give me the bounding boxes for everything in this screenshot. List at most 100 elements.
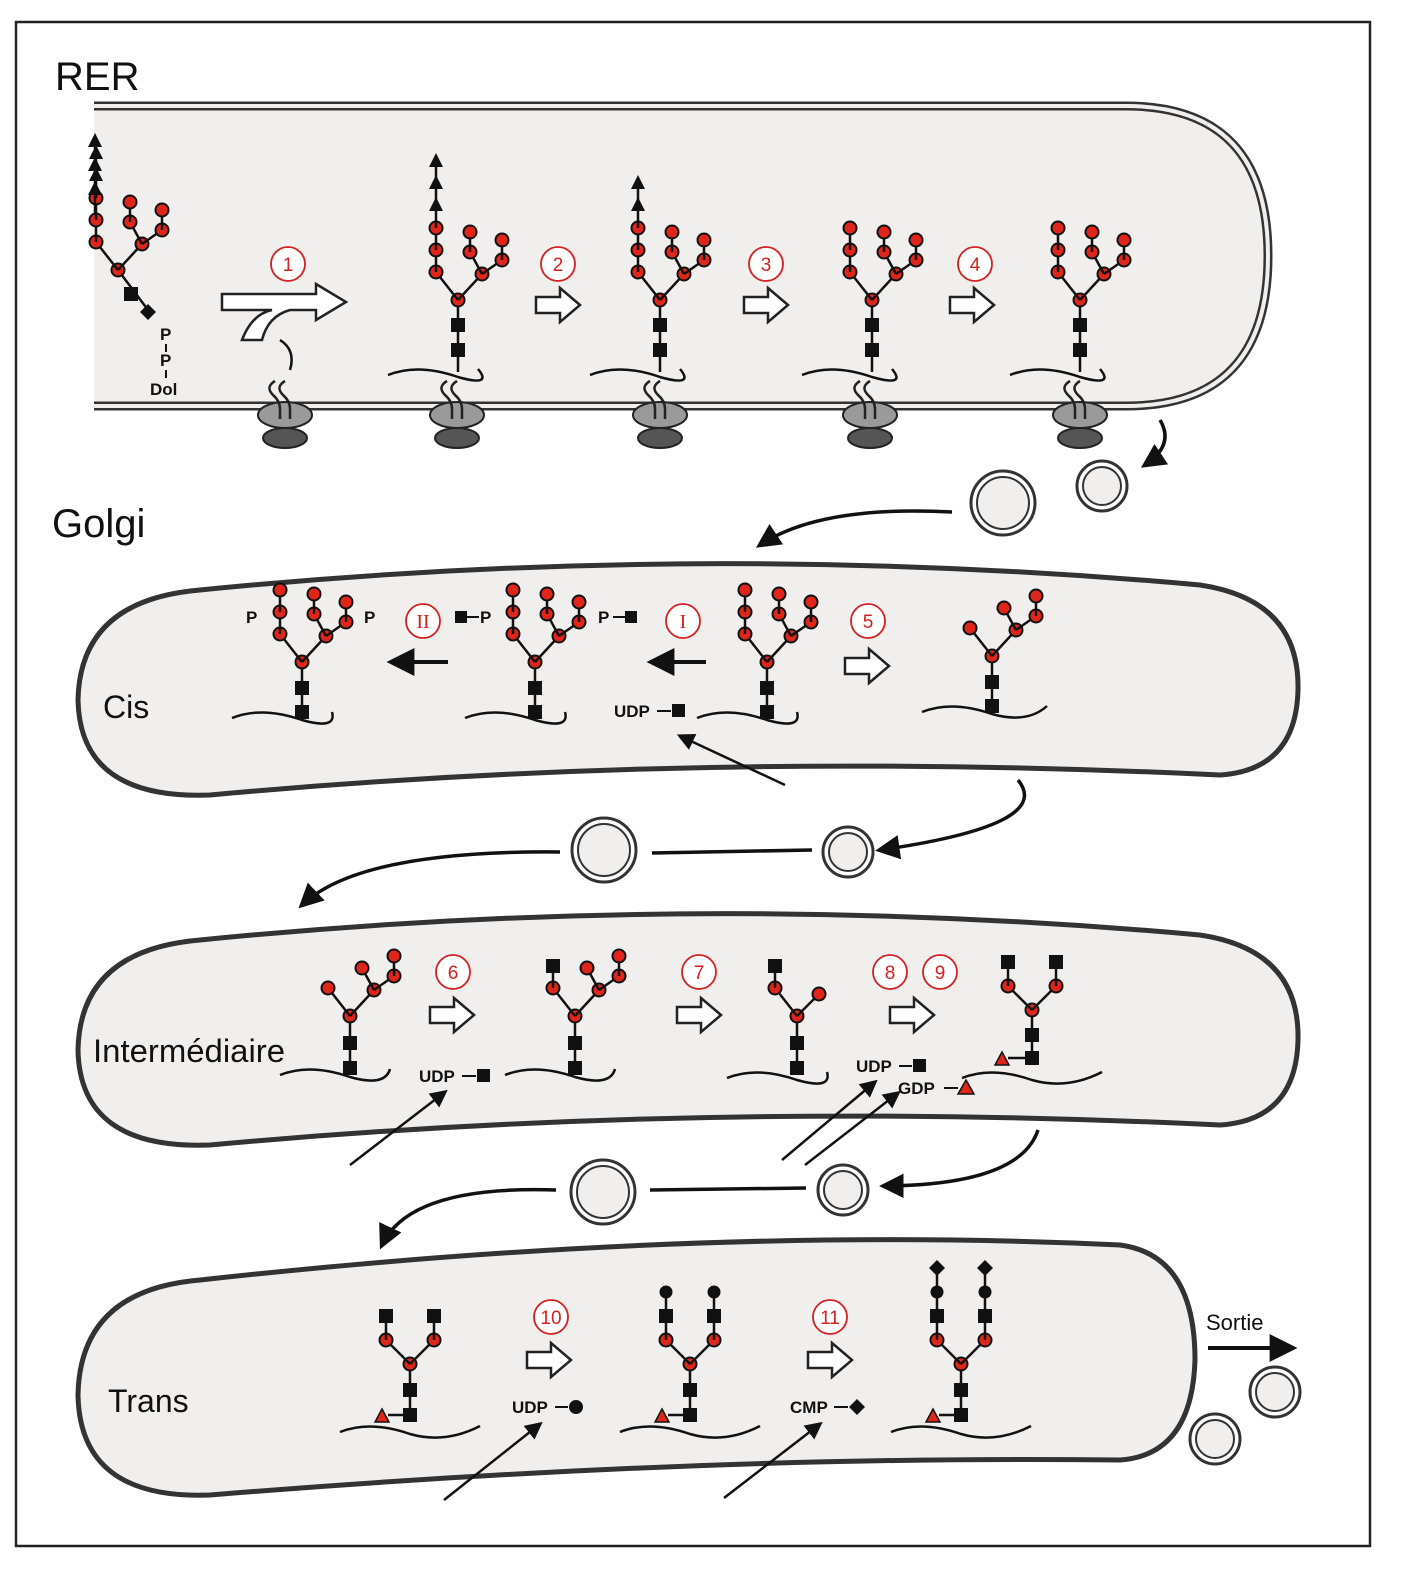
glcnac-symbol xyxy=(343,1036,357,1050)
cmp-donor: CMP xyxy=(790,1398,828,1417)
polypeptide-chain xyxy=(504,1068,617,1082)
transport-path xyxy=(1140,419,1169,468)
step-marker: 1 xyxy=(270,246,306,282)
transfer-arrow xyxy=(220,281,349,342)
glucose-symbol xyxy=(88,181,102,195)
secretory-vesicle xyxy=(1248,1365,1302,1419)
svg-text:7: 7 xyxy=(694,963,705,984)
import-arrow xyxy=(443,1421,543,1501)
mannose-symbol xyxy=(122,194,138,210)
polypeptide-chain xyxy=(589,368,686,382)
galactose-symbol xyxy=(707,1285,721,1299)
glcnac-symbol xyxy=(379,1309,393,1323)
import-arrow xyxy=(676,733,786,787)
import-arrow xyxy=(349,1089,448,1166)
glcnac-symbol xyxy=(1025,1028,1039,1042)
exit-label: Sortie xyxy=(1206,1310,1263,1335)
glcnac-symbol xyxy=(427,1309,441,1323)
polypeptide-chain xyxy=(921,705,1048,719)
mannose-symbol xyxy=(354,960,370,976)
mannose-symbol xyxy=(571,594,587,610)
trans-label: Trans xyxy=(108,1383,189,1419)
glcnac-symbol xyxy=(528,681,542,695)
transport-path xyxy=(298,850,561,909)
transport-path xyxy=(651,848,813,855)
glcnac-symbol xyxy=(653,343,667,357)
step-marker: 6 xyxy=(435,954,471,990)
transport-path xyxy=(875,778,1027,860)
svg-text:6: 6 xyxy=(448,963,459,984)
udp-donor: UDP xyxy=(512,1398,548,1417)
mannose-symbol xyxy=(1050,220,1066,236)
import-arrow xyxy=(781,1079,878,1161)
intermediate-label: Intermédiaire xyxy=(93,1033,285,1069)
glcnac-symbol xyxy=(790,1061,804,1075)
mannose-symbol xyxy=(611,948,627,964)
mannose-symbol xyxy=(1084,224,1100,240)
polypeptide-chain xyxy=(961,1070,1103,1085)
transport-path xyxy=(649,1186,807,1192)
svg-text:1: 1 xyxy=(283,255,294,276)
mannose-symbol xyxy=(320,980,336,996)
svg-text:8: 8 xyxy=(885,963,896,984)
transport-vesicle xyxy=(969,469,1037,537)
mannose-symbol xyxy=(338,594,354,610)
polypeptide-chain xyxy=(1009,368,1106,382)
glcnac-symbol xyxy=(760,681,774,695)
step-marker: 10 xyxy=(533,1299,569,1335)
import-arrow xyxy=(804,1090,901,1166)
mannose-symbol xyxy=(505,582,521,598)
glcnac-symbol xyxy=(1049,955,1063,969)
mannose-symbol xyxy=(962,620,978,636)
mannose-symbol xyxy=(539,586,555,602)
polypeptide-chain xyxy=(339,1424,481,1439)
svg-text:I: I xyxy=(680,611,687,633)
fucose-symbol xyxy=(373,1407,391,1423)
mannose-symbol xyxy=(908,232,924,248)
gdp-donor: GDP xyxy=(898,1079,935,1098)
step-marker: 7 xyxy=(681,954,717,990)
glycan-structures xyxy=(88,133,1132,1439)
svg-text:10: 10 xyxy=(540,1308,561,1329)
mannose-symbol xyxy=(771,586,787,602)
step-marker: 9 xyxy=(922,954,958,990)
transport-path xyxy=(879,1129,1040,1199)
glcnac-symbol xyxy=(653,318,667,332)
transport-path xyxy=(379,1187,557,1250)
polypeptide-chain xyxy=(890,1424,1032,1439)
transport-vesicle xyxy=(821,825,875,879)
step-marker: 3 xyxy=(748,246,784,282)
step-marker: II xyxy=(405,603,441,639)
glucose-symbol xyxy=(631,175,645,189)
precursor-p1: P xyxy=(160,325,171,344)
glcnac-symbol xyxy=(403,1383,417,1397)
glcnac-symbol xyxy=(768,959,782,973)
mannose-symbol xyxy=(842,220,858,236)
mannose-symbol xyxy=(664,224,680,240)
svg-text:II: II xyxy=(416,611,429,633)
polypeptide-chain xyxy=(387,368,484,382)
mannose-symbol xyxy=(876,224,892,240)
step-marker: 2 xyxy=(540,246,576,282)
mannose-symbol xyxy=(579,960,595,976)
sialic-acid-symbol xyxy=(929,1260,945,1276)
glcnac-symbol xyxy=(140,304,156,320)
glcnac-symbol xyxy=(343,1061,357,1075)
glcnac-symbol xyxy=(1001,955,1015,969)
svg-text:4: 4 xyxy=(970,255,981,276)
step-marker: 11 xyxy=(812,1299,848,1335)
fucose-symbol xyxy=(653,1407,671,1423)
phosphate-label: P xyxy=(598,608,609,627)
udp-donor: UDP xyxy=(614,702,650,721)
polypeptide-chain xyxy=(801,368,898,382)
glcnac-symbol xyxy=(568,1061,582,1075)
transport-vesicle xyxy=(570,816,638,884)
precursor-p2: P xyxy=(160,351,171,370)
golgi-label: Golgi xyxy=(52,502,145,546)
udp-donor: UDP xyxy=(419,1067,455,1086)
mannose-symbol xyxy=(737,582,753,598)
glcnac-symbol xyxy=(865,318,879,332)
glcnac-symbol xyxy=(954,1383,968,1397)
transport-path xyxy=(755,509,953,548)
